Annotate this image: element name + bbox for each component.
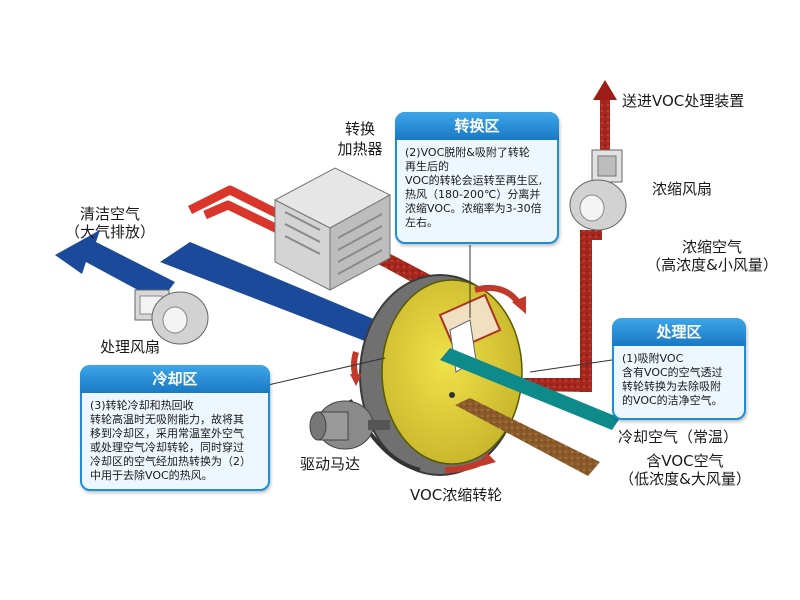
cooling-line: (3)转轮冷却和热回收 bbox=[90, 399, 194, 412]
heater-label-line1: 转换 bbox=[344, 120, 375, 138]
conversion-zone-box: 转换区 (2)VOC脱附&吸附了转轮 再生后的 VOC的转轮会运转至再生区, 热… bbox=[395, 112, 559, 244]
drive-motor-label: 驱动马达 bbox=[300, 455, 361, 473]
proc-fan-label: 处理风扇 bbox=[100, 338, 161, 356]
conversion-line: 左右。 bbox=[405, 216, 438, 229]
cooling-line: 移到冷却区，采用常温室外空气 bbox=[90, 427, 244, 440]
conc-fan-label: 浓缩风扇 bbox=[652, 180, 713, 198]
send-to-voc-label: 送进VOC处理装置 bbox=[622, 92, 745, 110]
concentrate-duct-to-fan bbox=[590, 230, 602, 240]
clean-air-arrow bbox=[55, 230, 175, 302]
cooling-line: 转轮高温时无吸附能力，故将其 bbox=[90, 413, 244, 426]
processing-zone-box: 处理区 (1)吸附VOC 含有VOC的空气透过 转轮转换为去除吸附 的VOC的洁… bbox=[612, 318, 746, 420]
concentration-fan bbox=[569, 149, 627, 231]
voc-rotor bbox=[359, 274, 523, 476]
cooling-zone-title: 冷却区 bbox=[80, 365, 270, 393]
converter-heater bbox=[273, 167, 392, 291]
voc-out-duct bbox=[600, 95, 610, 165]
processing-zone-title: 处理区 bbox=[612, 318, 746, 346]
cooling-zone-box: 冷却区 (3)转轮冷却和热回收 转轮高温时无吸附能力，故将其 移到冷却区，采用常… bbox=[80, 365, 270, 491]
rotation-arrow-left-head bbox=[350, 374, 362, 386]
conc-air-label-line2: （高浓度&小风量） bbox=[646, 256, 778, 274]
rotor-label: VOC浓缩转轮 bbox=[410, 486, 503, 504]
voc-air-label-line1: 含VOC空气 bbox=[646, 452, 724, 470]
clean-air-label-line2: （大气排放） bbox=[64, 223, 155, 241]
processing-line: 含有VOC的空气透过 bbox=[622, 366, 723, 379]
cooling-air-duct bbox=[440, 348, 620, 430]
conversion-line: (2)VOC脱附&吸附了转轮 bbox=[405, 146, 530, 159]
cooling-line: 冷却区的空气经加热转换为（2） bbox=[90, 455, 251, 468]
rotation-arrow-top-head bbox=[512, 296, 526, 314]
drive-motor bbox=[309, 399, 421, 472]
cooling-line: 或处理空气冷却转轮，同时穿过 bbox=[90, 441, 244, 454]
callout-line-processing bbox=[529, 359, 613, 373]
conversion-line: VOC的转轮会运转至再生区, bbox=[405, 174, 543, 187]
processing-line: (1)吸附VOC bbox=[622, 352, 684, 365]
callout-line-cooling bbox=[267, 357, 386, 386]
send-to-voc-arrow bbox=[593, 80, 617, 100]
processing-line: 转轮转换为去除吸附 bbox=[622, 380, 721, 393]
cooling-line: 中用于去除VOC的热风。 bbox=[90, 469, 213, 482]
conversion-line: 浓缩VOC。浓缩率为3-30倍 bbox=[405, 202, 542, 215]
conc-air-label-line1: 浓缩空气 bbox=[681, 238, 742, 256]
processing-line: 的VOC的洁净空气。 bbox=[622, 394, 723, 407]
clean-air-duct bbox=[160, 242, 400, 350]
conversion-line: 热风（180-200℃）分离并 bbox=[405, 188, 541, 201]
cooling-air-label: 冷却空气（常温） bbox=[618, 428, 739, 446]
voc-air-duct bbox=[455, 398, 600, 476]
heater-label-line2: 加热器 bbox=[337, 140, 383, 158]
conversion-line: 再生后的 bbox=[405, 160, 449, 173]
conversion-zone-title: 转换区 bbox=[395, 112, 559, 140]
clean-air-label-line1: 清洁空气 bbox=[79, 205, 140, 223]
rotation-arrow-bottom-head bbox=[482, 452, 496, 466]
concentrate-duct-vertical bbox=[580, 230, 592, 392]
voc-air-label-line2: （低浓度&大风量） bbox=[619, 470, 751, 488]
processing-fan bbox=[134, 289, 209, 345]
